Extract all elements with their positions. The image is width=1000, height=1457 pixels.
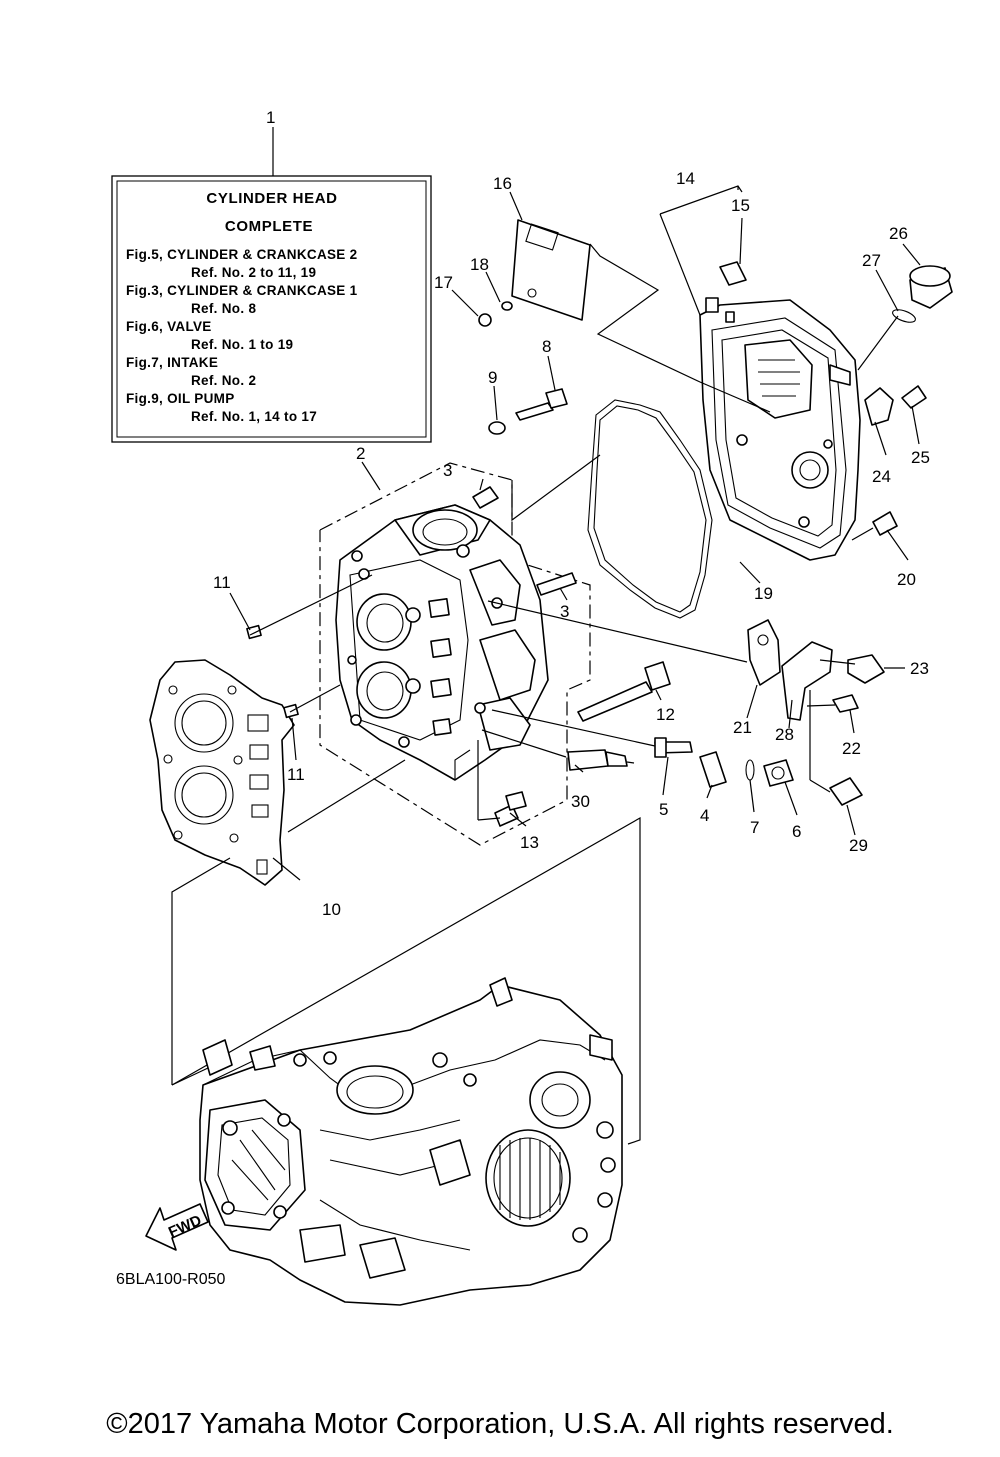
callout-27: 27 bbox=[862, 251, 881, 270]
callout-3: 3 bbox=[443, 461, 452, 480]
callout-18: 18 bbox=[470, 255, 489, 274]
callout-8: 8 bbox=[542, 337, 551, 356]
title-heading-2: COMPLETE bbox=[225, 218, 313, 235]
callout-28: 28 bbox=[775, 725, 794, 744]
callout-12: 12 bbox=[656, 705, 675, 724]
callout-6: 6 bbox=[792, 822, 801, 841]
title-line: Fig.7, INTAKE bbox=[126, 355, 218, 370]
callout-11: 11 bbox=[213, 573, 231, 592]
callout-21: 21 bbox=[733, 718, 752, 737]
title-box: 1 CYLINDER HEAD COMPLETE Fig.5, CYLINDER… bbox=[111, 108, 432, 443]
cover-gasket-part bbox=[587, 399, 713, 619]
callout-2: 2 bbox=[356, 444, 365, 463]
title-line: Ref. No. 8 bbox=[191, 301, 256, 316]
callout-19: 19 bbox=[754, 584, 773, 603]
callout-3: 3 bbox=[560, 602, 569, 621]
callout-25: 25 bbox=[911, 448, 930, 467]
title-line: Fig.3, CYLINDER & CRANKCASE 1 bbox=[126, 283, 358, 298]
title-heading-1: CYLINDER HEAD bbox=[206, 190, 337, 207]
callout-17: 17 bbox=[434, 273, 453, 292]
callout-9: 9 bbox=[488, 368, 497, 387]
callout-20: 20 bbox=[897, 570, 916, 589]
fwd-arrow-icon: FWD bbox=[145, 1203, 209, 1251]
head-gasket-part bbox=[149, 659, 295, 886]
callout-10: 10 bbox=[322, 900, 341, 919]
cylinder-head-cover-part bbox=[699, 297, 861, 561]
callout-11: 11 bbox=[287, 765, 305, 784]
callout-16: 16 bbox=[493, 174, 512, 193]
title-line: Fig.6, VALVE bbox=[126, 319, 212, 334]
callout-14: 14 bbox=[676, 169, 695, 188]
callout-13: 13 bbox=[520, 833, 539, 852]
callout-numbers: 2 3 3 4 5 6 7 8 9 10 11 11 12 13 14 15 1… bbox=[213, 169, 930, 919]
callout-4: 4 bbox=[700, 806, 709, 825]
callout-1: 1 bbox=[266, 108, 275, 127]
diagram-code: 6BLA100-R050 bbox=[116, 1271, 226, 1288]
crankcase-block-part bbox=[199, 977, 623, 1306]
plate-gasket-part bbox=[511, 219, 591, 321]
title-line: Ref. No. 1 to 19 bbox=[191, 337, 293, 352]
callout-24: 24 bbox=[872, 467, 891, 486]
title-line: Fig.5, CYLINDER & CRANKCASE 2 bbox=[126, 247, 357, 262]
title-line: Ref. No. 2 bbox=[191, 373, 256, 388]
callout-29: 29 bbox=[849, 836, 868, 855]
leader-lines bbox=[171, 185, 921, 1145]
callout-5: 5 bbox=[659, 800, 668, 819]
cylinder-head-assembly-outline bbox=[319, 461, 591, 846]
callout-7: 7 bbox=[750, 818, 759, 837]
callout-30: 30 bbox=[571, 792, 590, 811]
callout-23: 23 bbox=[910, 659, 929, 678]
callout-26: 26 bbox=[889, 224, 908, 243]
hardware-parts bbox=[246, 261, 953, 827]
title-line: Fig.9, OIL PUMP bbox=[126, 391, 235, 406]
callout-22: 22 bbox=[842, 739, 861, 758]
copyright-notice: ©2017 Yamaha Motor Corporation, U.S.A. A… bbox=[106, 1408, 894, 1440]
title-line: Ref. No. 1, 14 to 17 bbox=[191, 409, 317, 424]
title-line: Ref. No. 2 to 11, 19 bbox=[191, 265, 316, 280]
cylinder-head-part bbox=[335, 504, 549, 781]
callout-15: 15 bbox=[731, 196, 750, 215]
